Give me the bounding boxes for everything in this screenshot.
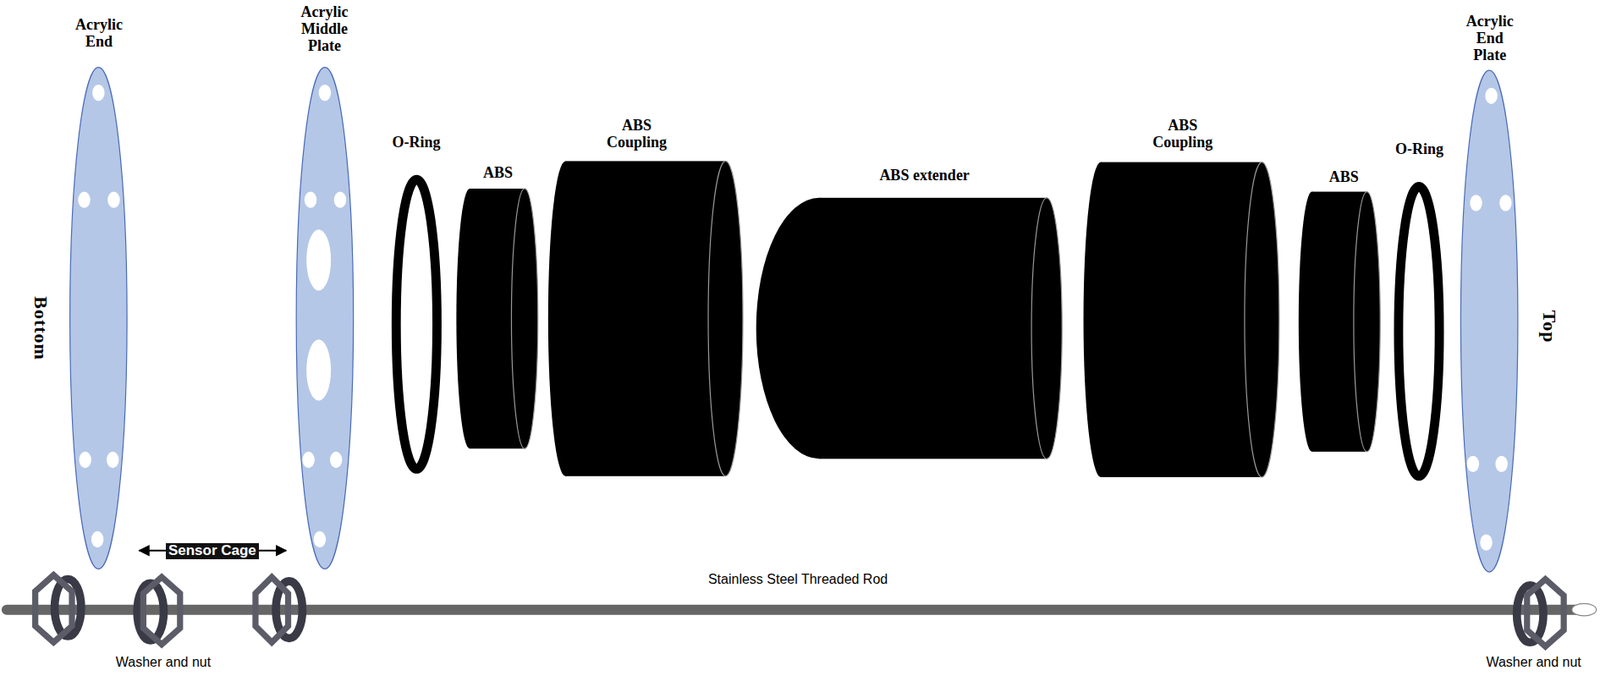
- part-name: Washer and nut: [1485, 654, 1581, 671]
- abs-cylinder: [1298, 192, 1381, 452]
- plate-hole: [1469, 194, 1482, 211]
- part-name: O-Ring: [392, 134, 441, 152]
- threaded-rod: [6, 604, 1588, 616]
- plate-hole: [1499, 194, 1512, 211]
- nut: [255, 577, 289, 643]
- plate-body: [296, 67, 353, 570]
- part-name: ABS: [483, 164, 513, 182]
- part-name: ABS Coupling: [1149, 117, 1217, 152]
- plate-hole: [1467, 456, 1480, 473]
- nut: [142, 577, 180, 645]
- part-name: ABS extender: [879, 167, 970, 185]
- acrylic-plate: [296, 67, 353, 570]
- washer-nut: [1517, 579, 1564, 648]
- plate-hole: [92, 84, 105, 101]
- abs-extender: [756, 197, 1063, 460]
- plate-hole: [306, 229, 331, 291]
- orientation-label: Bottom: [30, 296, 51, 362]
- part-name: ABS Coupling: [603, 117, 671, 152]
- cylinder-cap: [1244, 162, 1280, 478]
- o-ring: [395, 179, 437, 469]
- plate-hole: [318, 84, 331, 101]
- cylinder-body: [565, 160, 726, 476]
- plate-hole: [77, 192, 90, 209]
- part-name: Acrylic End: [71, 16, 127, 51]
- plate-body: [70, 67, 127, 570]
- acrylic-plate: [70, 67, 127, 570]
- washer-nut: [255, 577, 303, 643]
- plate-hole: [1484, 87, 1497, 105]
- cylinder-cap: [708, 160, 743, 476]
- rod-end: [1572, 603, 1597, 616]
- abs-coupling: [1083, 162, 1280, 478]
- plate-hole: [306, 339, 331, 401]
- plate-hole: [107, 192, 120, 209]
- part-name: Acrylic End Plate: [1462, 13, 1518, 64]
- plate-body: [1460, 70, 1518, 572]
- washer-nut: [35, 575, 82, 644]
- part-name: Stainless Steel Threaded Rod: [708, 571, 888, 588]
- plate-hole: [302, 451, 314, 468]
- abs-coupling: [548, 160, 743, 476]
- nut: [35, 575, 72, 644]
- plate-hole: [78, 451, 91, 468]
- nut: [1527, 579, 1564, 648]
- plate-hole: [1479, 533, 1492, 550]
- part-name: ABS: [1329, 169, 1359, 187]
- part-name: Washer and nut: [115, 654, 211, 671]
- cylinder-cap: [1031, 197, 1062, 460]
- plate-hole: [91, 531, 104, 548]
- plate-hole: [334, 192, 347, 209]
- cylinder-body: [819, 197, 1047, 460]
- plate-hole: [106, 451, 119, 468]
- washer-nut: [137, 577, 181, 645]
- orientation-label: Top: [1539, 309, 1560, 343]
- cylinder-cap: [1353, 192, 1381, 452]
- plate-hole: [1495, 456, 1507, 473]
- cylinder-cap: [511, 188, 538, 449]
- part-name: O-Ring: [1395, 141, 1444, 159]
- plate-hole: [304, 192, 317, 209]
- part-name: Acrylic Middle Plate: [295, 4, 355, 55]
- abs-cylinder: [456, 188, 538, 449]
- o-ring: [1398, 186, 1440, 477]
- dimension-label: Sensor Cage: [165, 543, 259, 560]
- plate-hole: [313, 531, 326, 548]
- plate-hole: [329, 451, 342, 468]
- acrylic-plate: [1460, 70, 1518, 572]
- cylinder-body: [1100, 162, 1262, 478]
